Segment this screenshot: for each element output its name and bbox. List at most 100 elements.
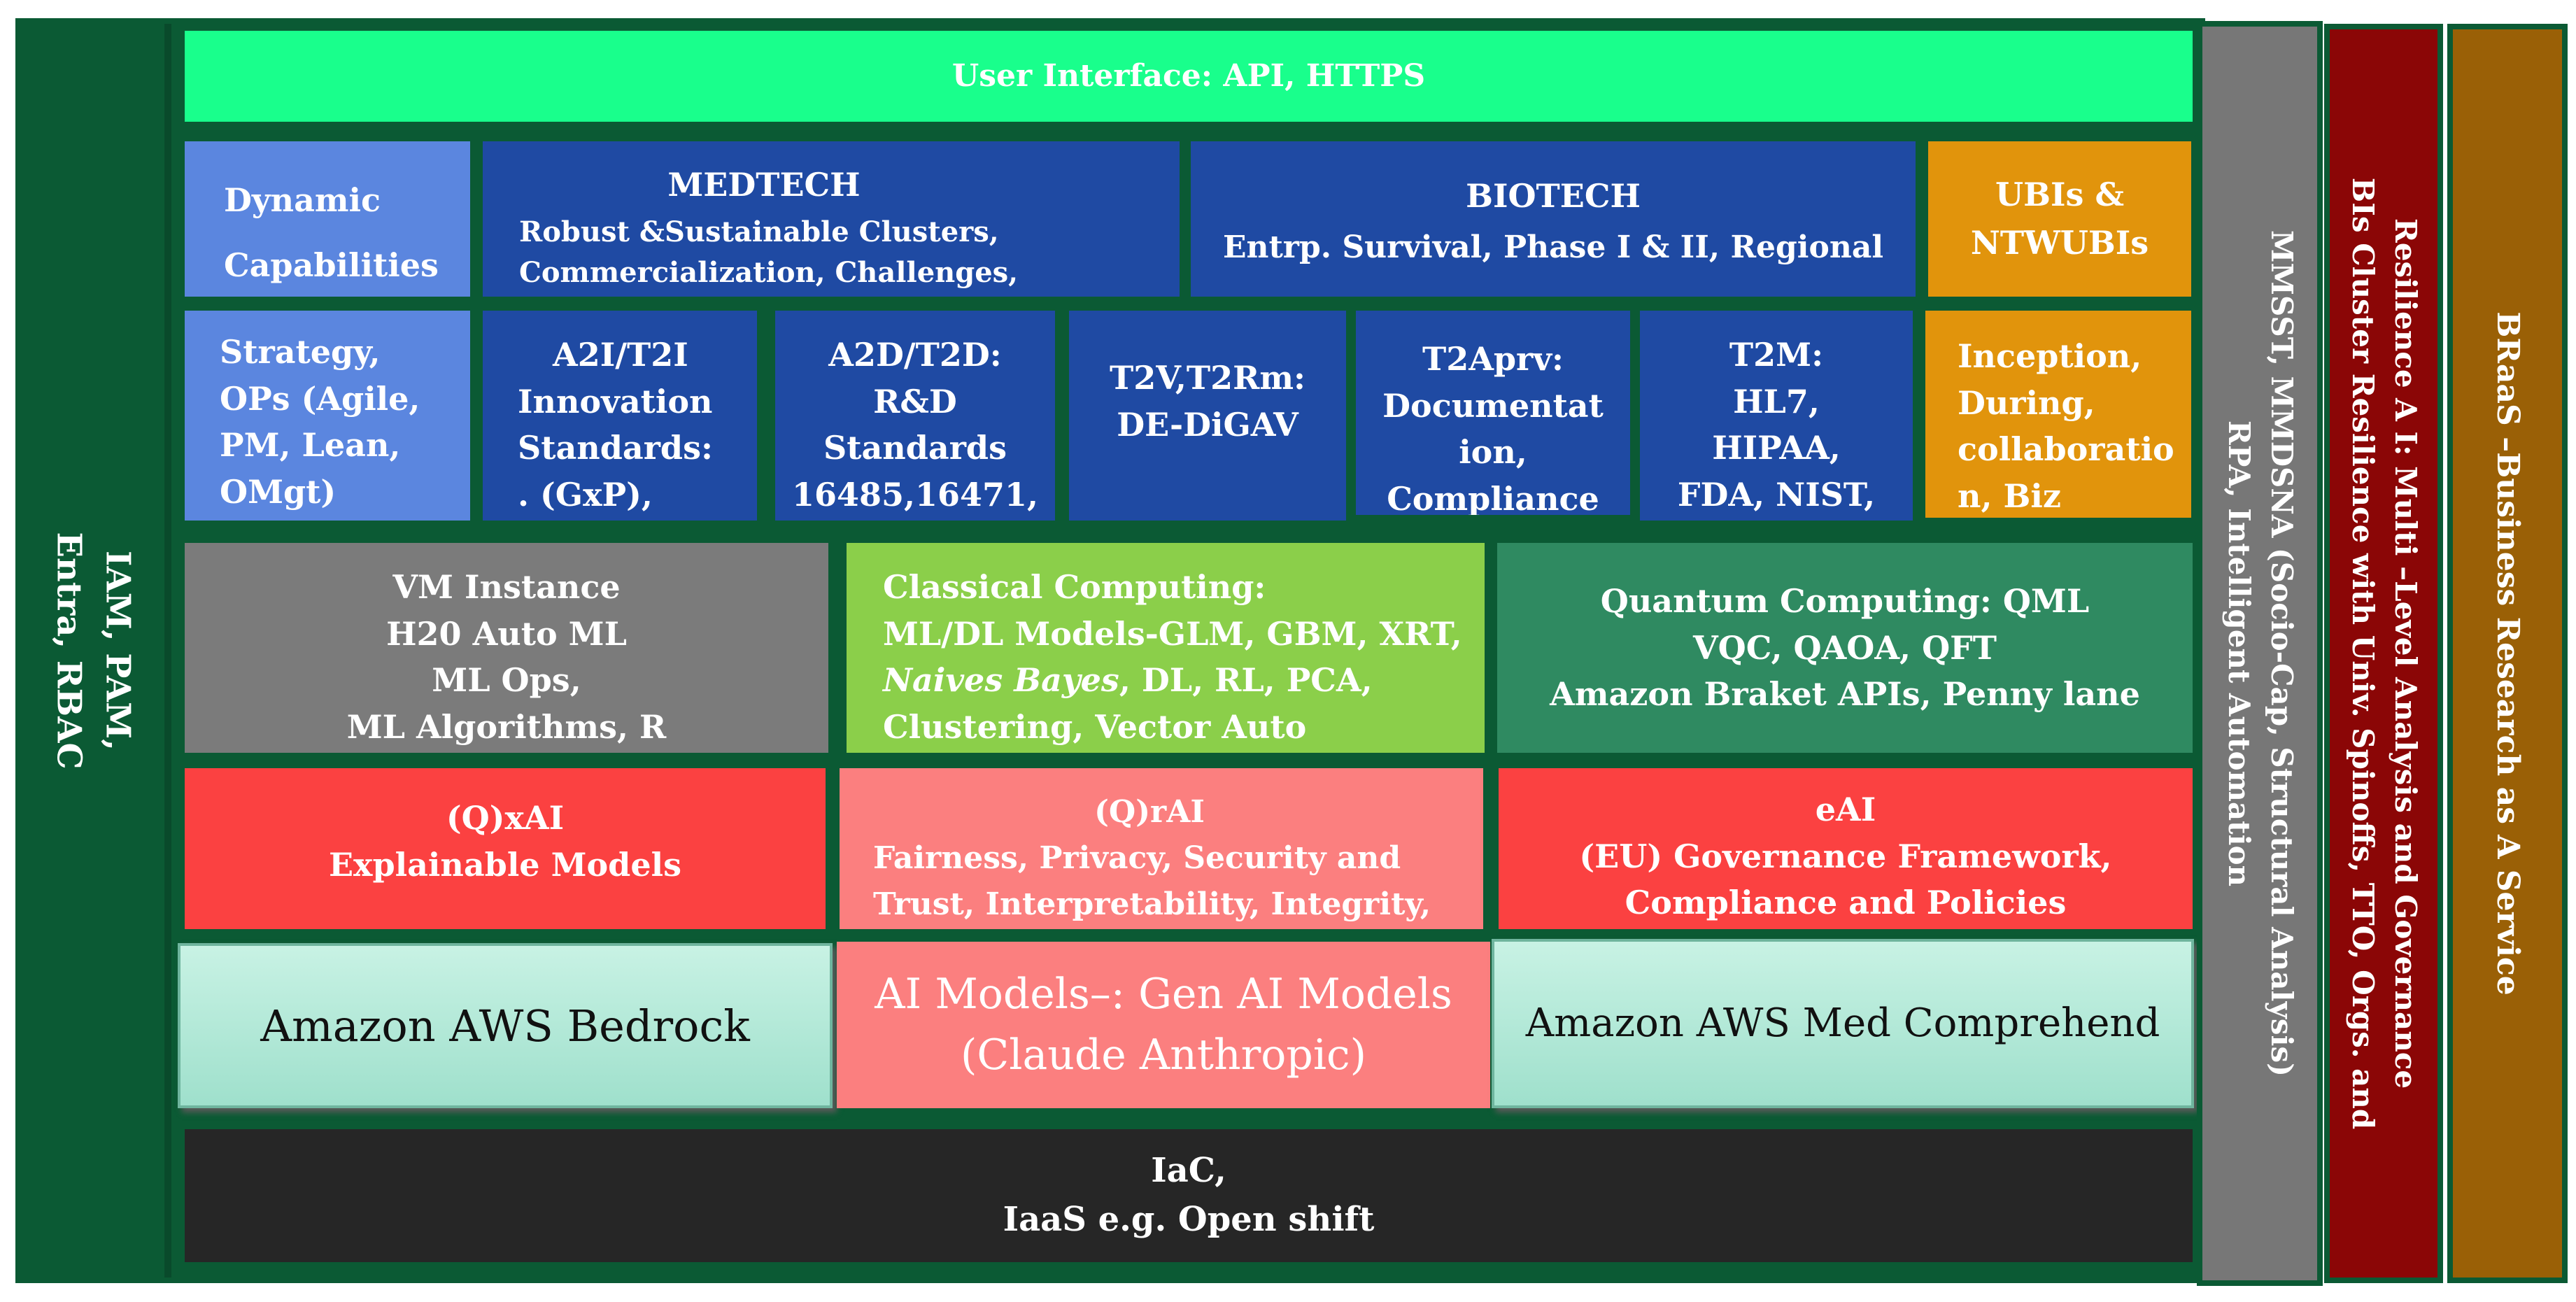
t2v-line-1: T2V,T2Rm: — [1109, 359, 1306, 397]
strategy-box: Strategy, OPs (Agile, PM, Lean, OMgt) — [185, 311, 470, 521]
quantum-line-1: Quantum Computing: QML — [1600, 582, 2090, 620]
eai-line-1: eAI — [1815, 791, 1876, 828]
dynamic-line-2: Capabilities — [224, 246, 439, 284]
eai-box: eAI (EU) Governance Framework, Complianc… — [1499, 768, 2193, 929]
qrai-box: (Q)rAI Fairness, Privacy, Security and T… — [840, 768, 1483, 929]
inception-line-3: collaboratio — [1958, 430, 2174, 469]
eai-line-2: (EU) Governance Framework, — [1579, 837, 2112, 875]
a2i-line-2: Innovation — [518, 382, 713, 420]
t2m-line-2: HL7, — [1733, 382, 1820, 420]
quantum-line-2: VQC, QAOA, QFT — [1692, 628, 1997, 667]
t2aprv-box: T2Aprv: Documentat ion, Compliance — [1356, 311, 1630, 515]
aws-bedrock-box: Amazon AWS Bedrock — [178, 943, 833, 1108]
iam-line-1: IAM, PAM, — [98, 551, 138, 751]
vm-line-3: ML Ops, — [432, 661, 581, 700]
gen-ai-models-box: AI Models–: Gen AI Models (Claude Anthro… — [837, 942, 1490, 1108]
biotech-box: BIOTECH Entrp. Survival, Phase I & II, R… — [1191, 141, 1916, 297]
classical-naives-bayes: Naives Bayes — [883, 661, 1119, 700]
qrai-line-3: Trust, Interpretability, Integrity, — [873, 886, 1431, 922]
classical-computing-box: Classical Computing: ML/DL Models-GLM, G… — [847, 543, 1485, 753]
classical-line-4: Clustering, Vector Auto — [883, 708, 1307, 746]
a2d-box: A2D/T2D: R&D Standards 16485,16471, — [775, 311, 1055, 521]
t2aprv-line-3: ion, — [1459, 433, 1527, 472]
eai-line-3: Compliance and Policies — [1625, 884, 2067, 922]
iac-line-2: IaaS e.g. Open shift — [1003, 1200, 1375, 1239]
t2m-line-1: T2M: — [1729, 336, 1824, 374]
gen-ai-line-2: (Claude Anthropic) — [960, 1031, 1367, 1080]
gen-ai-line-1: AI Models–: Gen AI Models — [875, 970, 1452, 1019]
vm-instance-box: VM Instance H20 Auto ML ML Ops, ML Algor… — [185, 543, 828, 753]
medtech-line-1: Robust &Sustainable Clusters, — [519, 215, 999, 248]
mmsst-line-2: RPA, Intelligent Automation — [2222, 420, 2256, 887]
mmsst-sidebar: MMSST, MMDSNA (Socio-Cap, Structural Ana… — [2197, 21, 2323, 1286]
classical-line-3-rest: , DL, RL, PCA, — [1119, 661, 1373, 700]
qxai-box: (Q)xAI Explainable Models — [185, 768, 826, 929]
iac-box: IaC, IaaS e.g. Open shift — [185, 1129, 2193, 1262]
a2d-line-3: Standards — [823, 429, 1007, 467]
iam-sidebar: IAM, PAM, Entra, RBAC — [21, 24, 171, 1278]
qrai-line-1: (Q)rAI — [1094, 794, 1205, 830]
medtech-box: MEDTECH Robust &Sustainable Clusters, Co… — [483, 141, 1180, 297]
aws-bedrock-label: Amazon AWS Bedrock — [260, 1000, 750, 1052]
ubis-box: UBIs & NTWUBIs — [1928, 141, 2191, 297]
vm-line-4: ML Algorithms, R — [346, 708, 667, 746]
iac-line-1: IaC, — [1151, 1151, 1226, 1191]
user-interface-label: User Interface: API, HTTPS — [951, 58, 1426, 94]
inception-line-1: Inception, — [1958, 337, 2142, 375]
a2i-line-1: A2I/T2I — [553, 336, 688, 374]
resilience-sidebar-text: Resilience A I: Multi –Level Analysis an… — [2341, 178, 2426, 1129]
braas-sidebar: BRaaS –Business Research as A Service — [2447, 24, 2568, 1283]
a2d-line-1: A2D/T2D: — [828, 336, 1002, 374]
vm-line-2: H20 Auto ML — [386, 614, 627, 653]
aws-med-comprehend-box: Amazon AWS Med Comprehend — [1492, 939, 2194, 1108]
t2aprv-line-1: T2Aprv: — [1422, 340, 1564, 378]
t2m-box: T2M: HL7, HIPAA, FDA, NIST, — [1640, 311, 1913, 521]
braas-line-1: BRaaS –Business Research as A Service — [2489, 311, 2526, 996]
a2d-line-2: R&D — [873, 382, 957, 420]
strategy-line-4: OMgt) — [220, 473, 337, 511]
resilience-line-2: BIs Cluster Resilience with Univ. Spinof… — [2346, 177, 2380, 1130]
ubis-line-1: UBIs & — [1995, 176, 2124, 213]
inception-line-2: During, — [1958, 383, 2095, 422]
strategy-line-3: PM, Lean, — [220, 426, 401, 465]
t2aprv-line-4: Compliance — [1387, 480, 1599, 515]
iam-sidebar-text: IAM, PAM, Entra, RBAC — [44, 532, 141, 769]
medtech-line-2: Commercialization, Challenges, — [519, 256, 1019, 289]
qxai-line-2: Explainable Models — [329, 846, 681, 884]
quantum-line-3: Amazon Braket APIs, Penny lane — [1550, 675, 2140, 714]
quantum-computing-box: Quantum Computing: QML VQC, QAOA, QFT Am… — [1497, 543, 2193, 753]
aws-med-comprehend-label: Amazon AWS Med Comprehend — [1525, 1000, 2160, 1046]
mmsst-line-1: MMSST, MMDSNA (Socio-Cap, Structural Ana… — [2264, 229, 2299, 1077]
dynamic-line-1: Dynamic — [224, 181, 381, 219]
inception-box: Inception, During, collaboratio n, Biz — [1925, 311, 2191, 518]
a2i-box: A2I/T2I Innovation Standards: . (GxP), — [483, 311, 757, 521]
a2i-line-3: Standards: — [518, 429, 713, 467]
ubis-line-2: NTWUBIs — [1970, 224, 2149, 262]
a2d-line-4: 16485,16471, — [791, 476, 1039, 514]
iam-line-2: Entra, RBAC — [49, 532, 89, 770]
vm-line-1: VM Instance — [392, 568, 621, 606]
qxai-line-1: (Q)xAI — [446, 799, 565, 837]
mmsst-sidebar-text: MMSST, MMDSNA (Socio-Cap, Structural Ana… — [2217, 230, 2302, 1077]
user-interface-bar: User Interface: API, HTTPS — [185, 31, 2193, 122]
dynamic-capabilities-box: Dynamic Capabilities — [185, 141, 470, 297]
classical-line-1: Classical Computing: — [883, 568, 1266, 606]
strategy-line-2: OPs (Agile, — [220, 379, 420, 418]
t2v-line-2: DE-DiGAV — [1117, 406, 1298, 444]
a2i-line-4: . (GxP), — [518, 476, 653, 514]
qrai-line-2: Fairness, Privacy, Security and — [873, 840, 1401, 876]
classical-line-2: ML/DL Models-GLM, GBM, XRT, — [883, 614, 1462, 653]
resilience-line-1: Resilience A I: Multi –Level Analysis an… — [2388, 218, 2423, 1089]
t2m-line-3: HIPAA, — [1712, 429, 1841, 467]
biotech-line-1: Entrp. Survival, Phase I & II, Regional — [1222, 229, 1884, 265]
t2aprv-line-2: Documentat — [1382, 386, 1604, 425]
strategy-line-1: Strategy, — [220, 333, 381, 371]
t2m-line-4: FDA, NIST, — [1677, 476, 1876, 514]
braas-sidebar-text: BRaaS –Business Research as A Service — [2485, 311, 2530, 996]
resilience-sidebar: Resilience A I: Multi –Level Analysis an… — [2324, 24, 2443, 1283]
t2v-box: T2V,T2Rm: DE-DiGAV — [1069, 311, 1346, 521]
biotech-title: BIOTECH — [1466, 177, 1641, 215]
medtech-title: MEDTECH — [667, 166, 861, 204]
classical-line-3: Naives Bayes, DL, RL, PCA, — [883, 657, 1373, 704]
inception-line-4: n, Biz — [1958, 477, 2061, 516]
